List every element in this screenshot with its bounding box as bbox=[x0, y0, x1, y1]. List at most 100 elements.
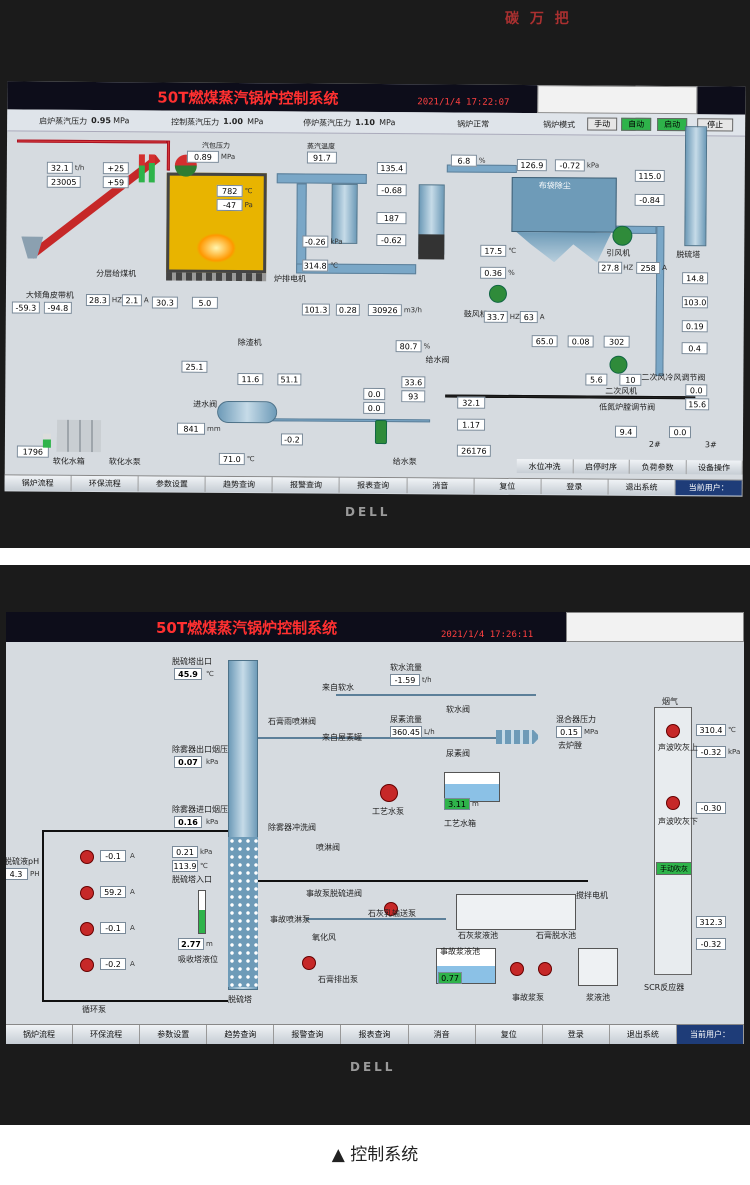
nav-reset[interactable]: 复位 bbox=[474, 478, 542, 495]
nav-current-user-2: 当前用户： bbox=[676, 1025, 744, 1044]
process-pump-icon[interactable] bbox=[380, 784, 398, 802]
lp-val-2: 0.0 bbox=[668, 426, 692, 439]
desulf-press: -0.84 bbox=[634, 193, 665, 207]
sound-blower-bottom-icon[interactable] bbox=[666, 796, 680, 810]
deaerator-level-2-unit: mm bbox=[206, 424, 221, 433]
sh-temp-unit: ℃ bbox=[330, 261, 339, 270]
circ-pump-label: 循环泵 bbox=[82, 1005, 106, 1014]
circ-pump-1-unit: A bbox=[130, 852, 135, 860]
nav-mute-2[interactable]: 消音 bbox=[408, 1025, 476, 1044]
nav-exit-2[interactable]: 退出系统 bbox=[609, 1025, 677, 1044]
lime-pump-icon[interactable] bbox=[384, 902, 398, 916]
nav-env-flow[interactable]: 环保流程 bbox=[71, 475, 139, 492]
economizer-base bbox=[418, 234, 445, 260]
sh-temp: 314.8 bbox=[302, 259, 329, 272]
title-bar-2: 50T燃煤蒸汽锅炉控制系统 2021/1/4 17:26:11 bbox=[6, 612, 744, 642]
mist-outlet-label: 除雾器出口烟压 bbox=[172, 745, 228, 754]
circ-pump-1-a: -0.1 bbox=[100, 850, 126, 862]
desulf-outlet-label: 脱硫塔出口 bbox=[172, 657, 212, 666]
nav-env-flow-2[interactable]: 环保流程 bbox=[73, 1025, 141, 1044]
right-press-1-unit: kPa bbox=[728, 748, 741, 756]
nav-report-2[interactable]: 报表查询 bbox=[341, 1025, 409, 1044]
inlet-valve-label: 进水阀 bbox=[193, 399, 218, 409]
id-fan-icon[interactable] bbox=[612, 225, 633, 246]
mode-manual-button[interactable]: 手动 bbox=[587, 117, 618, 131]
feed-pump-freq: 33.6 bbox=[401, 376, 426, 389]
stop-pressure-value: 1.10 bbox=[355, 117, 375, 127]
primary-air-temp: 101.3 bbox=[301, 303, 330, 316]
id-fan-current-unit: A bbox=[662, 264, 667, 273]
monitor-brand-logo-2: DELL bbox=[350, 1060, 396, 1074]
nav-login-2[interactable]: 登录 bbox=[542, 1025, 610, 1044]
o2-value: 6.8 bbox=[450, 154, 477, 167]
id-fan-current: 258 bbox=[636, 261, 661, 274]
nav-params[interactable]: 参数设置 bbox=[138, 476, 206, 492]
nav-exit[interactable]: 退出系统 bbox=[608, 479, 676, 496]
mode-label: 锅炉模式 bbox=[543, 120, 576, 130]
load-params-button[interactable]: 负荷参数 bbox=[629, 459, 687, 475]
circ-pump-4-icon[interactable] bbox=[80, 958, 94, 972]
nav-current-user: 当前用户： bbox=[675, 480, 743, 496]
dust-temp-unit: ℃ bbox=[508, 246, 517, 255]
right-press-2: -0.32 bbox=[696, 938, 726, 950]
stir-motor-label: 搅拌电机 bbox=[576, 891, 608, 900]
deaerator-tank bbox=[217, 400, 278, 424]
nav-reset-2[interactable]: 复位 bbox=[475, 1025, 543, 1044]
urea-valve-label: 尿素阀 bbox=[446, 749, 470, 758]
grate-a: 2.1 bbox=[121, 294, 142, 307]
secondary-damper-val: 0.0 bbox=[685, 384, 708, 397]
sound-blower-bottom-label: 声波吹灰下 bbox=[658, 817, 698, 826]
secondary-fan-label: 二次风机 bbox=[605, 386, 638, 396]
sound-blower-top-icon[interactable] bbox=[666, 724, 680, 738]
to-furnace-label: 去炉膛 bbox=[558, 741, 582, 750]
nav-alarm-2[interactable]: 报警查询 bbox=[274, 1025, 342, 1044]
blower-icon[interactable] bbox=[488, 284, 508, 303]
superheater bbox=[331, 183, 358, 244]
nav-boiler-flow-2[interactable]: 锅炉流程 bbox=[6, 1025, 74, 1044]
deaerator-press-2: -0.2 bbox=[280, 433, 303, 446]
feed-pump-icon[interactable] bbox=[374, 420, 388, 445]
nav-login[interactable]: 登录 bbox=[541, 479, 609, 495]
water-valve-unit: % bbox=[423, 342, 431, 351]
lp-label-3: 3# bbox=[704, 440, 717, 450]
drum-level-2: +59 bbox=[102, 176, 129, 189]
secondary-fan-icon[interactable] bbox=[609, 355, 628, 374]
lime-pipe bbox=[258, 880, 588, 882]
accident-pump-1-icon[interactable] bbox=[510, 962, 524, 976]
dust-hum: 0.36 bbox=[480, 266, 507, 279]
dust-temp: 17.5 bbox=[480, 244, 507, 257]
control-pressure-label: 控制蒸汽压力 bbox=[171, 117, 220, 127]
stack-flow-2: 103.0 bbox=[681, 296, 708, 309]
scr-reactor bbox=[654, 707, 692, 975]
water-flush-button[interactable]: 水位冲洗 bbox=[516, 458, 574, 474]
filter-in-press: -0.72 bbox=[554, 159, 585, 172]
nav-boiler-flow[interactable]: 锅炉流程 bbox=[4, 475, 72, 491]
nav-trend-2[interactable]: 趋势查询 bbox=[207, 1025, 275, 1044]
drum-pressure: 0.89 bbox=[186, 150, 219, 163]
stack-nox: 0.4 bbox=[681, 342, 708, 355]
circ-pump-3-icon[interactable] bbox=[80, 922, 94, 936]
gypsum-tank-label: 石膏脱水池 bbox=[536, 931, 576, 940]
secondary-air-flow: 302 bbox=[603, 335, 630, 348]
background-sign: 碳 万 把 bbox=[505, 11, 572, 27]
desulf-inlet-press-unit: kPa bbox=[200, 848, 213, 856]
nav-alarm[interactable]: 报警查询 bbox=[272, 477, 341, 493]
mode-start-button[interactable]: 启动 bbox=[657, 117, 688, 132]
manual-blow-button[interactable]: 手动吹灰 bbox=[656, 862, 692, 875]
ph-label: 脱硫液pH bbox=[6, 857, 40, 866]
ph-unit: PH bbox=[30, 870, 40, 878]
mode-auto-button[interactable]: 自动 bbox=[621, 117, 652, 131]
accident-pump-2-icon[interactable] bbox=[538, 962, 552, 976]
device-ops-button[interactable]: 设备操作 bbox=[686, 460, 743, 475]
mist-inlet-unit: kPa bbox=[206, 818, 219, 826]
circ-pump-2-icon[interactable] bbox=[80, 886, 94, 900]
start-sequence-button[interactable]: 启停时序 bbox=[573, 459, 630, 474]
nav-mute[interactable]: 消音 bbox=[407, 478, 475, 494]
monitor-brand-logo: DELL bbox=[345, 505, 391, 519]
gypsum-spray-label: 石膏雨喷淋阀 bbox=[268, 717, 316, 726]
gypsum-pump-icon[interactable] bbox=[302, 956, 316, 970]
nav-trend[interactable]: 趋势查询 bbox=[205, 476, 274, 493]
circ-pump-1-icon[interactable] bbox=[80, 850, 94, 864]
nav-report[interactable]: 报表查询 bbox=[340, 477, 408, 494]
nav-params-2[interactable]: 参数设置 bbox=[140, 1025, 208, 1044]
